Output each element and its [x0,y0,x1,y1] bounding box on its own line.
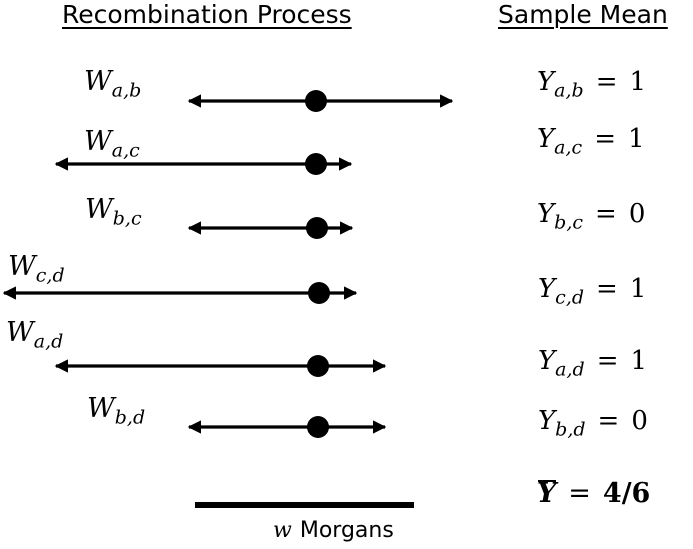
midpoint-dot [308,282,330,304]
y-label-cd: Yc,d=1 [538,274,647,309]
w-label-ab: Wa,b [84,66,142,102]
w-label-cd: Wc,d [8,251,65,287]
midpoint-dot [305,90,327,112]
midpoint-dot [307,355,329,377]
w-label-ac: Wa,c [84,126,140,162]
interval-arrow-bd [187,416,387,438]
midpoint-dot [306,217,328,239]
w-label-ad: Wa,d [6,317,64,353]
interval-arrow-bc [187,217,354,239]
sample-mean-header: Sample Mean [498,0,668,29]
recombination-process-header: Recombination Process [62,0,352,29]
interval-arrow-ad [54,355,387,377]
interval-arrow-ab [187,90,454,112]
y-label-bd: Yb,d=0 [538,406,648,441]
y-label-ac: Ya,c=1 [537,124,645,159]
y-label-ab: Ya,b=1 [537,67,647,102]
w-label-bd: Wb,d [87,393,146,429]
midpoint-dot [305,153,327,175]
midpoint-dot [307,416,329,438]
y-label-bc: Yb,c=0 [537,199,646,234]
interval-arrow-ac [54,153,353,175]
interval-arrow-cd [2,282,358,304]
w-label-bc: Wb,c [85,194,142,230]
y-label-ad: Ya,d=1 [538,346,648,381]
sample-mean-value: Y=4/6 [537,478,651,509]
